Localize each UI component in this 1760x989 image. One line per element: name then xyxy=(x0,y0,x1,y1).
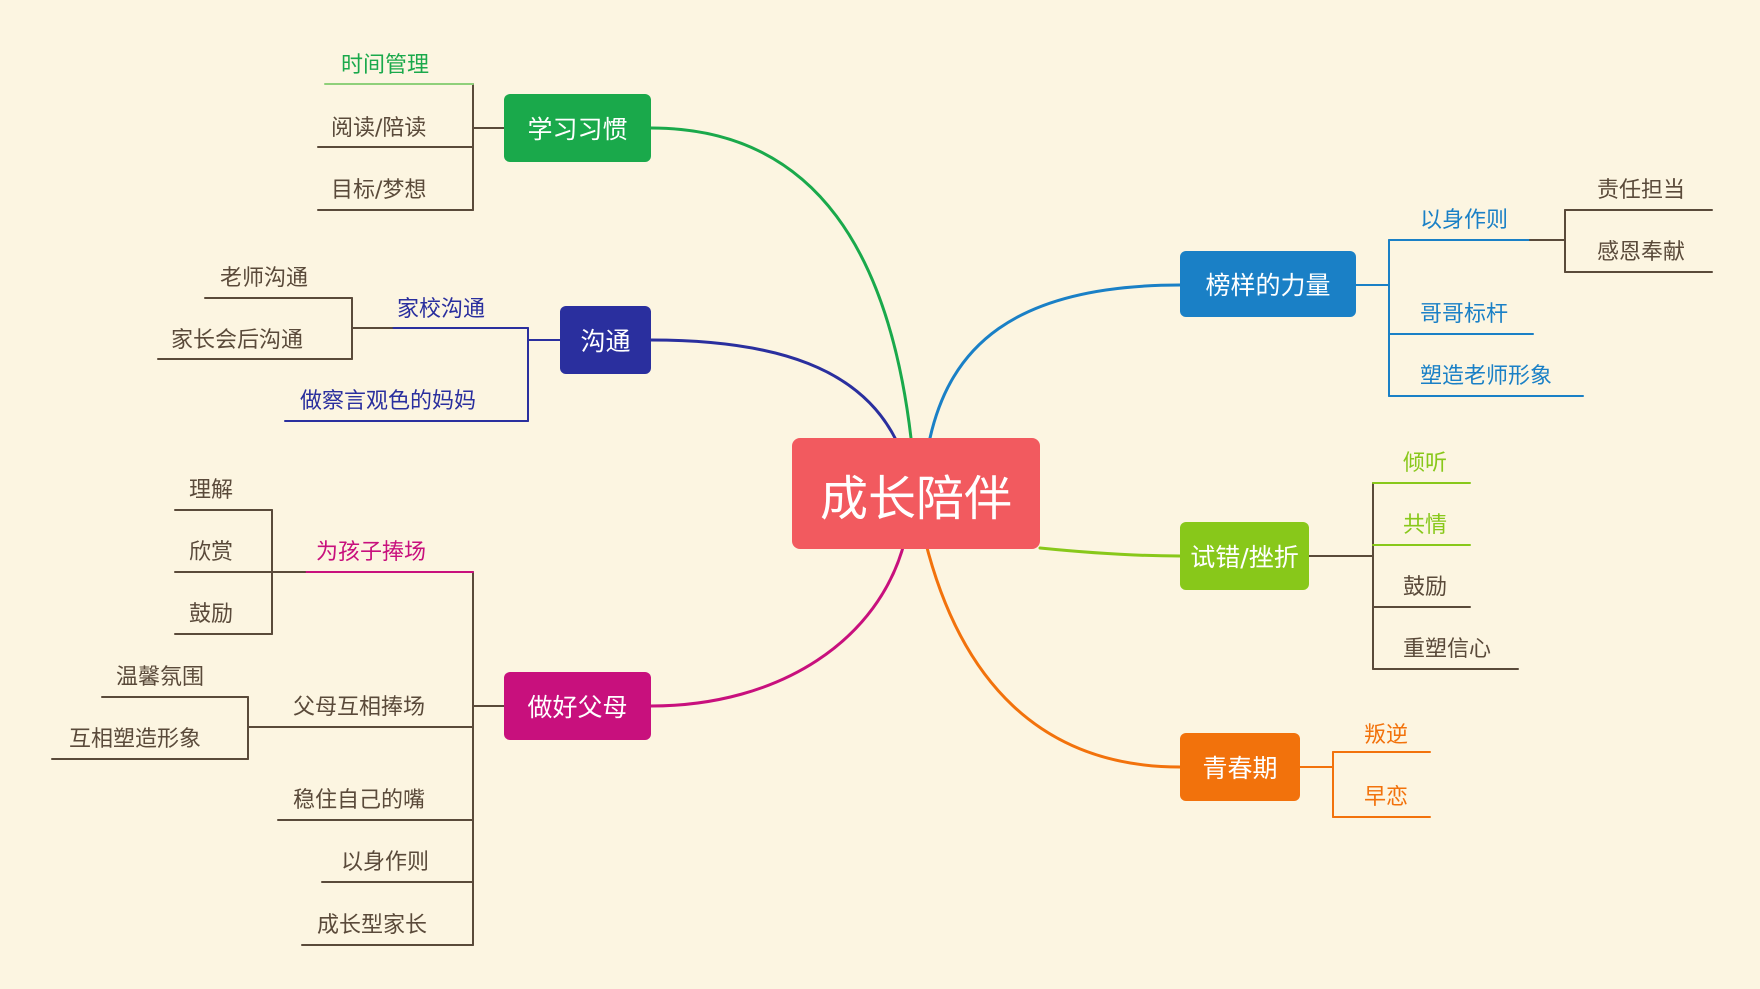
leaf-gratitude[interactable]: 感恩奉献 xyxy=(1597,240,1686,265)
branch-curve-shicuo xyxy=(1038,546,1182,558)
leaf-encourage-shicuo[interactable]: 鼓励 xyxy=(1403,575,1448,600)
leaf-growth-parent[interactable]: 成长型家长 xyxy=(317,913,428,938)
bracket-shicuo xyxy=(1308,482,1374,670)
leaf-empathy[interactable]: 共情 xyxy=(1403,513,1448,538)
leaf-rebellion[interactable]: 叛逆 xyxy=(1364,723,1409,748)
branch-curve-fumu xyxy=(649,538,907,708)
leaf-time-management[interactable]: 时间管理 xyxy=(341,53,430,78)
bracket-qingchun xyxy=(1299,751,1334,818)
leaf-jiaxiao[interactable]: 家校沟通 xyxy=(397,297,486,322)
leaf-appreciate[interactable]: 欣赏 xyxy=(189,540,234,565)
leaf-understand[interactable]: 理解 xyxy=(189,478,234,503)
leaf-parent-meeting[interactable]: 家长会后沟通 xyxy=(171,328,304,353)
topic-goutong[interactable]: 沟通 xyxy=(560,306,651,374)
leaf-observe-mom[interactable]: 做察言观色的妈妈 xyxy=(300,389,477,414)
bracket-support xyxy=(271,509,306,635)
leaf-rebuild-confidence[interactable]: 重塑信心 xyxy=(1403,637,1492,662)
leaf-puppy-love[interactable]: 早恋 xyxy=(1364,785,1409,810)
bracket-xuexi xyxy=(472,83,505,211)
leaf-teacher-communication[interactable]: 老师沟通 xyxy=(220,266,309,291)
topic-qingchun[interactable]: 青春期 xyxy=(1180,733,1300,801)
leaf-reading[interactable]: 阅读/陪读 xyxy=(331,116,427,141)
bracket-bangyang xyxy=(1355,239,1390,397)
leaf-warm-atmosphere[interactable]: 温馨氛围 xyxy=(116,665,205,690)
leaf-responsibility[interactable]: 责任担当 xyxy=(1597,178,1686,203)
branch-curve-xuexi xyxy=(649,126,913,440)
leaf-hold-mouth[interactable]: 稳住自己的嘴 xyxy=(293,788,426,813)
leaf-goal[interactable]: 目标/梦想 xyxy=(331,178,427,203)
leaf-mutual-shape[interactable]: 互相塑造形象 xyxy=(69,727,202,752)
leaf-lead-by-example-bangyang[interactable]: 以身作则 xyxy=(1420,208,1509,233)
bracket-fumu xyxy=(472,571,505,946)
bracket-jiaxiao xyxy=(351,297,393,360)
topic-xuexi[interactable]: 学习习惯 xyxy=(504,94,651,162)
leaf-mutual-support[interactable]: 父母互相捧场 xyxy=(293,695,426,720)
bracket-example xyxy=(1529,209,1566,273)
branch-curve-bangyang xyxy=(928,283,1182,440)
leaf-brother-model[interactable]: 哥哥标杆 xyxy=(1420,302,1509,327)
leaf-teacher-image[interactable]: 塑造老师形象 xyxy=(1420,364,1553,389)
leaf-encourage-fumu[interactable]: 鼓励 xyxy=(189,602,234,627)
topic-bangyang[interactable]: 榜样的力量 xyxy=(1180,251,1356,317)
bracket-goutong xyxy=(527,327,561,422)
leaf-listen[interactable]: 倾听 xyxy=(1403,451,1448,476)
leaf-lead-by-example-fumu[interactable]: 以身作则 xyxy=(341,850,430,875)
root-node[interactable]: 成长陪伴 xyxy=(792,438,1040,549)
topic-shicuo[interactable]: 试错/挫折 xyxy=(1180,522,1309,590)
topic-fumu[interactable]: 做好父母 xyxy=(504,672,651,740)
branch-curve-qingchun xyxy=(923,538,1182,769)
leaf-support-child[interactable]: 为孩子捧场 xyxy=(316,540,427,565)
branch-curve-goutong xyxy=(649,338,897,440)
